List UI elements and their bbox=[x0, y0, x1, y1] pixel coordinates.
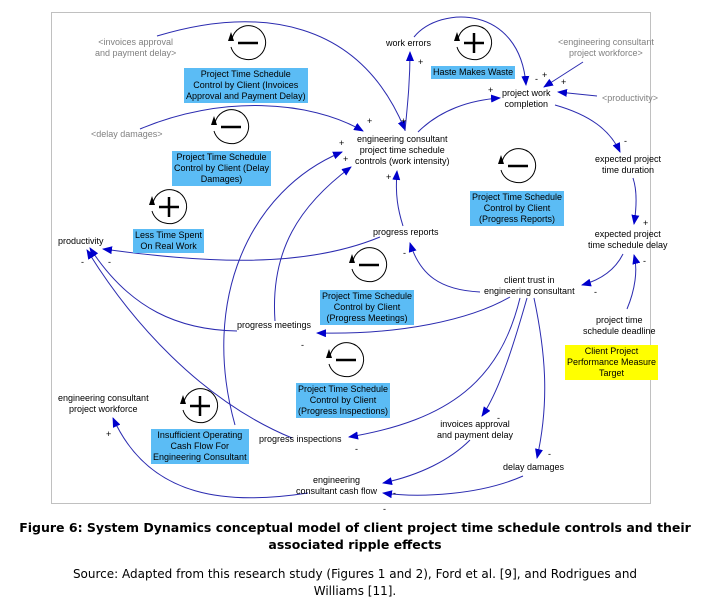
polarity-sign: + bbox=[343, 154, 349, 164]
loop-label-cash-flow: Insufficient Operating Cash Flow For Eng… bbox=[151, 429, 249, 464]
reinforcing-loop-icon bbox=[149, 189, 188, 225]
link-work-intensity-to-completion bbox=[417, 94, 501, 133]
loop-label-progress-reports: Project Time Schedule Control by Client … bbox=[470, 191, 565, 226]
balancing-loop-icon bbox=[349, 247, 388, 283]
loop-label-haste: Haste Makes Waste bbox=[431, 66, 516, 79]
figure-caption-title: Figure 6: System Dynamics conceptual mod… bbox=[19, 520, 691, 552]
polarity-sign: - bbox=[497, 413, 500, 423]
link-cash-flow-to-workforce bbox=[112, 417, 309, 499]
polarity-sign: + bbox=[106, 429, 112, 439]
link-productivity-shadow-to-completion bbox=[557, 88, 598, 97]
causal-loop-diagram bbox=[86, 16, 641, 499]
link-invoices-shadow-to-work-intensity bbox=[156, 21, 406, 131]
var-expected-delay: expected project time schedule delay bbox=[588, 229, 668, 250]
link-progress-reports-to-productivity bbox=[102, 236, 381, 261]
link-expected-duration-to-expected-delay bbox=[631, 177, 640, 225]
link-workforce-shadow-to-completion bbox=[543, 61, 584, 88]
polarity-sign: - bbox=[403, 248, 406, 258]
polarity-sign: - bbox=[301, 340, 304, 350]
polarity-sign: + bbox=[339, 138, 345, 148]
link-work-errors-to-completion bbox=[413, 16, 530, 86]
polarity-sign: - bbox=[594, 287, 597, 297]
polarity-sign: + bbox=[561, 77, 567, 87]
link-delay-damages-shadow-to-work-intensity bbox=[139, 105, 364, 132]
link-client-trust-to-progress-meetings bbox=[316, 296, 511, 338]
polarity-sign: - bbox=[624, 136, 627, 146]
polarity-sign: - bbox=[643, 256, 646, 266]
link-completion-to-expected-duration bbox=[554, 104, 621, 153]
var-work-errors: work errors bbox=[386, 38, 432, 48]
polarity-sign: - bbox=[355, 444, 358, 454]
polarity-sign: + bbox=[643, 218, 649, 228]
var-delay-damages: delay damages bbox=[503, 462, 565, 472]
var-invoices-delay: invoices approval and payment delay bbox=[437, 419, 514, 440]
polarity-sign: + bbox=[367, 116, 373, 126]
polarity-sign: + bbox=[488, 85, 494, 95]
link-invoices-delay-to-cash-flow bbox=[382, 439, 471, 486]
link-deadline-to-expected-delay bbox=[626, 254, 641, 310]
polarity-sign: - bbox=[108, 257, 111, 267]
var-project-work-completion: project work completion bbox=[502, 88, 551, 109]
balancing-loop-icon bbox=[326, 342, 365, 378]
var-productivity: productivity bbox=[58, 236, 104, 246]
link-progress-reports-to-work-intensity bbox=[392, 170, 404, 227]
var-progress-meetings: progress meetings bbox=[237, 320, 312, 330]
polarity-sign: + bbox=[542, 70, 548, 80]
loop-label-less-time: Less Time Spent On Real Work bbox=[133, 229, 205, 253]
diagram-frame bbox=[51, 12, 651, 504]
link-progress-inspections-to-work-intensity bbox=[273, 166, 352, 322]
polarity-sign: - bbox=[393, 488, 396, 498]
loop-label-invoices: Project Time Schedule Control by Client … bbox=[184, 68, 308, 103]
polarity-sign: - bbox=[383, 504, 386, 514]
link-work-intensity-to-work-errors bbox=[404, 51, 414, 132]
var-workforce: engineering consultant project workforce bbox=[58, 393, 149, 414]
polarity-sign: - bbox=[81, 257, 84, 267]
reinforcing-loop-icon bbox=[454, 25, 493, 61]
link-progress-inspections-to-productivity bbox=[86, 249, 293, 439]
link-delay-damages-to-cash-flow bbox=[382, 475, 524, 499]
var-progress-reports: progress reports bbox=[373, 227, 439, 237]
polarity-sign: - bbox=[548, 449, 551, 459]
var-delay-damages-shadow: <delay damages> bbox=[91, 129, 163, 139]
var-work-intensity: engineering consultant project time sche… bbox=[355, 134, 450, 166]
link-client-trust-to-progress-reports bbox=[408, 242, 481, 293]
polarity-sign: - bbox=[535, 74, 538, 84]
var-workforce-shadow: <engineering consultant project workforc… bbox=[558, 37, 654, 58]
link-client-trust-to-progress-inspections bbox=[348, 297, 521, 440]
var-productivity-shadow: <productivity> bbox=[602, 93, 659, 103]
loop-label-progress-meetings: Project Time Schedule Control by Client … bbox=[320, 290, 415, 325]
var-invoices-shadow: <invoices approval and payment delay> bbox=[95, 37, 177, 58]
polarity-sign: + bbox=[401, 116, 407, 126]
figure-caption-source: Source: Adapted from this research study… bbox=[72, 567, 638, 598]
var-cash-flow: engineering consultant cash flow bbox=[296, 475, 378, 496]
var-client-trust: client trust in engineering consultant bbox=[484, 275, 575, 296]
var-deadline: project time schedule deadline bbox=[583, 315, 656, 336]
target-label: Client Project Performance Measure Targe… bbox=[565, 345, 659, 380]
link-progress-meetings-to-productivity bbox=[89, 247, 238, 332]
balancing-loop-icon bbox=[228, 25, 267, 61]
var-progress-inspections: progress inspections bbox=[259, 434, 342, 444]
var-expected-duration: expected project time duration bbox=[595, 154, 662, 175]
link-progress-meetings-to-work-intensity bbox=[223, 151, 343, 426]
link-client-trust-to-invoices-delay bbox=[481, 297, 528, 417]
balancing-loop-icon bbox=[211, 109, 250, 145]
polarity-sign: + bbox=[386, 172, 392, 182]
polarity-sign: + bbox=[418, 57, 424, 67]
loop-label-delay-damages: Project Time Schedule Control by Client … bbox=[172, 151, 272, 186]
balancing-loop-icon bbox=[498, 148, 537, 184]
link-expected-delay-to-client-trust bbox=[581, 253, 624, 287]
loop-label-progress-inspections: Project Time Schedule Control by Client … bbox=[296, 383, 391, 418]
reinforcing-loop-icon bbox=[180, 388, 219, 424]
link-client-trust-to-delay-damages bbox=[533, 297, 546, 459]
